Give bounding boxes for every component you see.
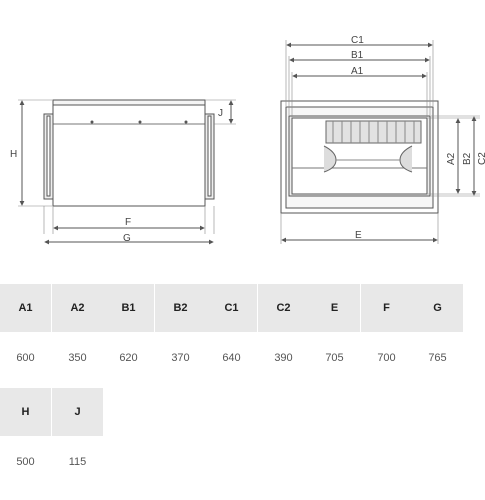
dimension-cell-h: H 500 xyxy=(0,388,51,488)
dimension-label: C2 xyxy=(258,284,309,332)
dimension-value: 700 xyxy=(361,332,412,384)
dimension-cell-c2: C2 390 xyxy=(258,284,309,384)
dim-label-b1: B1 xyxy=(351,50,364,61)
dimension-label: J xyxy=(52,388,103,436)
dimension-label: F xyxy=(361,284,412,332)
dimension-cell-b1: B1 620 xyxy=(103,284,154,384)
dimension-label: A2 xyxy=(52,284,103,332)
dim-label-a1: A1 xyxy=(351,66,364,77)
dim-label-f: F xyxy=(125,217,131,228)
dim-label-g: G xyxy=(123,233,131,244)
dimension-value: 115 xyxy=(52,436,103,488)
dim-label-h: H xyxy=(10,149,17,160)
dim-label-a2: A2 xyxy=(446,152,457,165)
dim-label-b2: B2 xyxy=(462,152,473,165)
dimension-cell-j: J 115 xyxy=(52,388,103,488)
dimension-label: E xyxy=(309,284,360,332)
dimension-cell-b2: B2 370 xyxy=(155,284,206,384)
dimension-value: 640 xyxy=(206,332,257,384)
dimension-value: 620 xyxy=(103,332,154,384)
dim-label-c2: C2 xyxy=(477,152,485,165)
dimension-cell-f: F 700 xyxy=(361,284,412,384)
dimension-label: B2 xyxy=(155,284,206,332)
dimension-cell-g: G 765 xyxy=(412,284,463,384)
dimension-cell-a1: A1 600 xyxy=(0,284,51,384)
technical-drawing: H J F G xyxy=(10,35,485,245)
dimension-value: 705 xyxy=(309,332,360,384)
dimension-cell-c1: C1 640 xyxy=(206,284,257,384)
dimension-label: C1 xyxy=(206,284,257,332)
dimension-value: 500 xyxy=(0,436,51,488)
dimension-label: A1 xyxy=(0,284,51,332)
dimension-value: 390 xyxy=(258,332,309,384)
front-view xyxy=(280,40,480,244)
dim-label-e: E xyxy=(355,230,362,241)
dimension-label: G xyxy=(412,284,463,332)
dimension-cell-e: E 705 xyxy=(309,284,360,384)
dimension-value: 765 xyxy=(412,332,463,384)
side-view xyxy=(18,99,236,245)
dimension-value: 350 xyxy=(52,332,103,384)
dim-label-c1: C1 xyxy=(351,35,364,46)
dimension-label: B1 xyxy=(103,284,154,332)
dimension-cell-a2: A2 350 xyxy=(52,284,103,384)
dim-label-j: J xyxy=(218,108,223,119)
dimension-value: 370 xyxy=(155,332,206,384)
dimension-value: 600 xyxy=(0,332,51,384)
dimension-label: H xyxy=(0,388,51,436)
